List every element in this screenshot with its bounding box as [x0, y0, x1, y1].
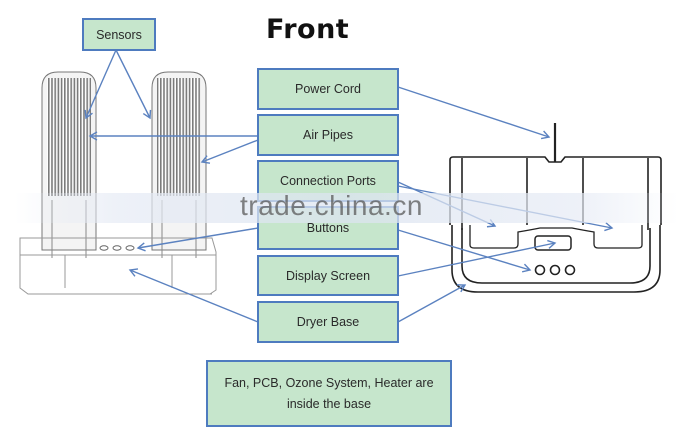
- label-power-cord: Power Cord: [257, 68, 399, 110]
- arrow-power-cord: [397, 86, 551, 140]
- arrow-air-pipes-right: [200, 139, 259, 164]
- arrow-sensors-left: [84, 49, 117, 120]
- left-base-drawing: [19, 237, 217, 295]
- diagram-title: Front: [266, 14, 350, 45]
- watermark-band: [15, 193, 678, 223]
- arrow-dryer-base-left: [128, 268, 259, 323]
- arrow-dryer-base-right: [397, 284, 467, 323]
- arrow-sensors-right: [115, 49, 152, 120]
- left-pipe: [41, 71, 97, 258]
- arrow-display-screen: [397, 239, 557, 277]
- left-button-1: [99, 245, 109, 251]
- right-pipe: [151, 71, 207, 258]
- label-dryer-base: Dryer Base: [257, 301, 399, 343]
- device-button-2: [549, 264, 561, 276]
- label-sensors: Sensors: [82, 18, 156, 51]
- watermark: trade.china.cn: [240, 190, 423, 221]
- note-internal-components: Fan, PCB, Ozone System, Heater are insid…: [206, 360, 452, 427]
- arrow-buttons-left: [136, 227, 259, 252]
- device-button-3: [564, 264, 576, 276]
- label-air-pipes: Air Pipes: [257, 114, 399, 156]
- device-button-1: [534, 264, 546, 276]
- arrow-buttons-right: [397, 229, 532, 273]
- display-screen-rect: [534, 235, 572, 251]
- label-display-screen: Display Screen: [257, 255, 399, 296]
- left-button-2: [112, 245, 122, 251]
- left-button-3: [125, 245, 135, 251]
